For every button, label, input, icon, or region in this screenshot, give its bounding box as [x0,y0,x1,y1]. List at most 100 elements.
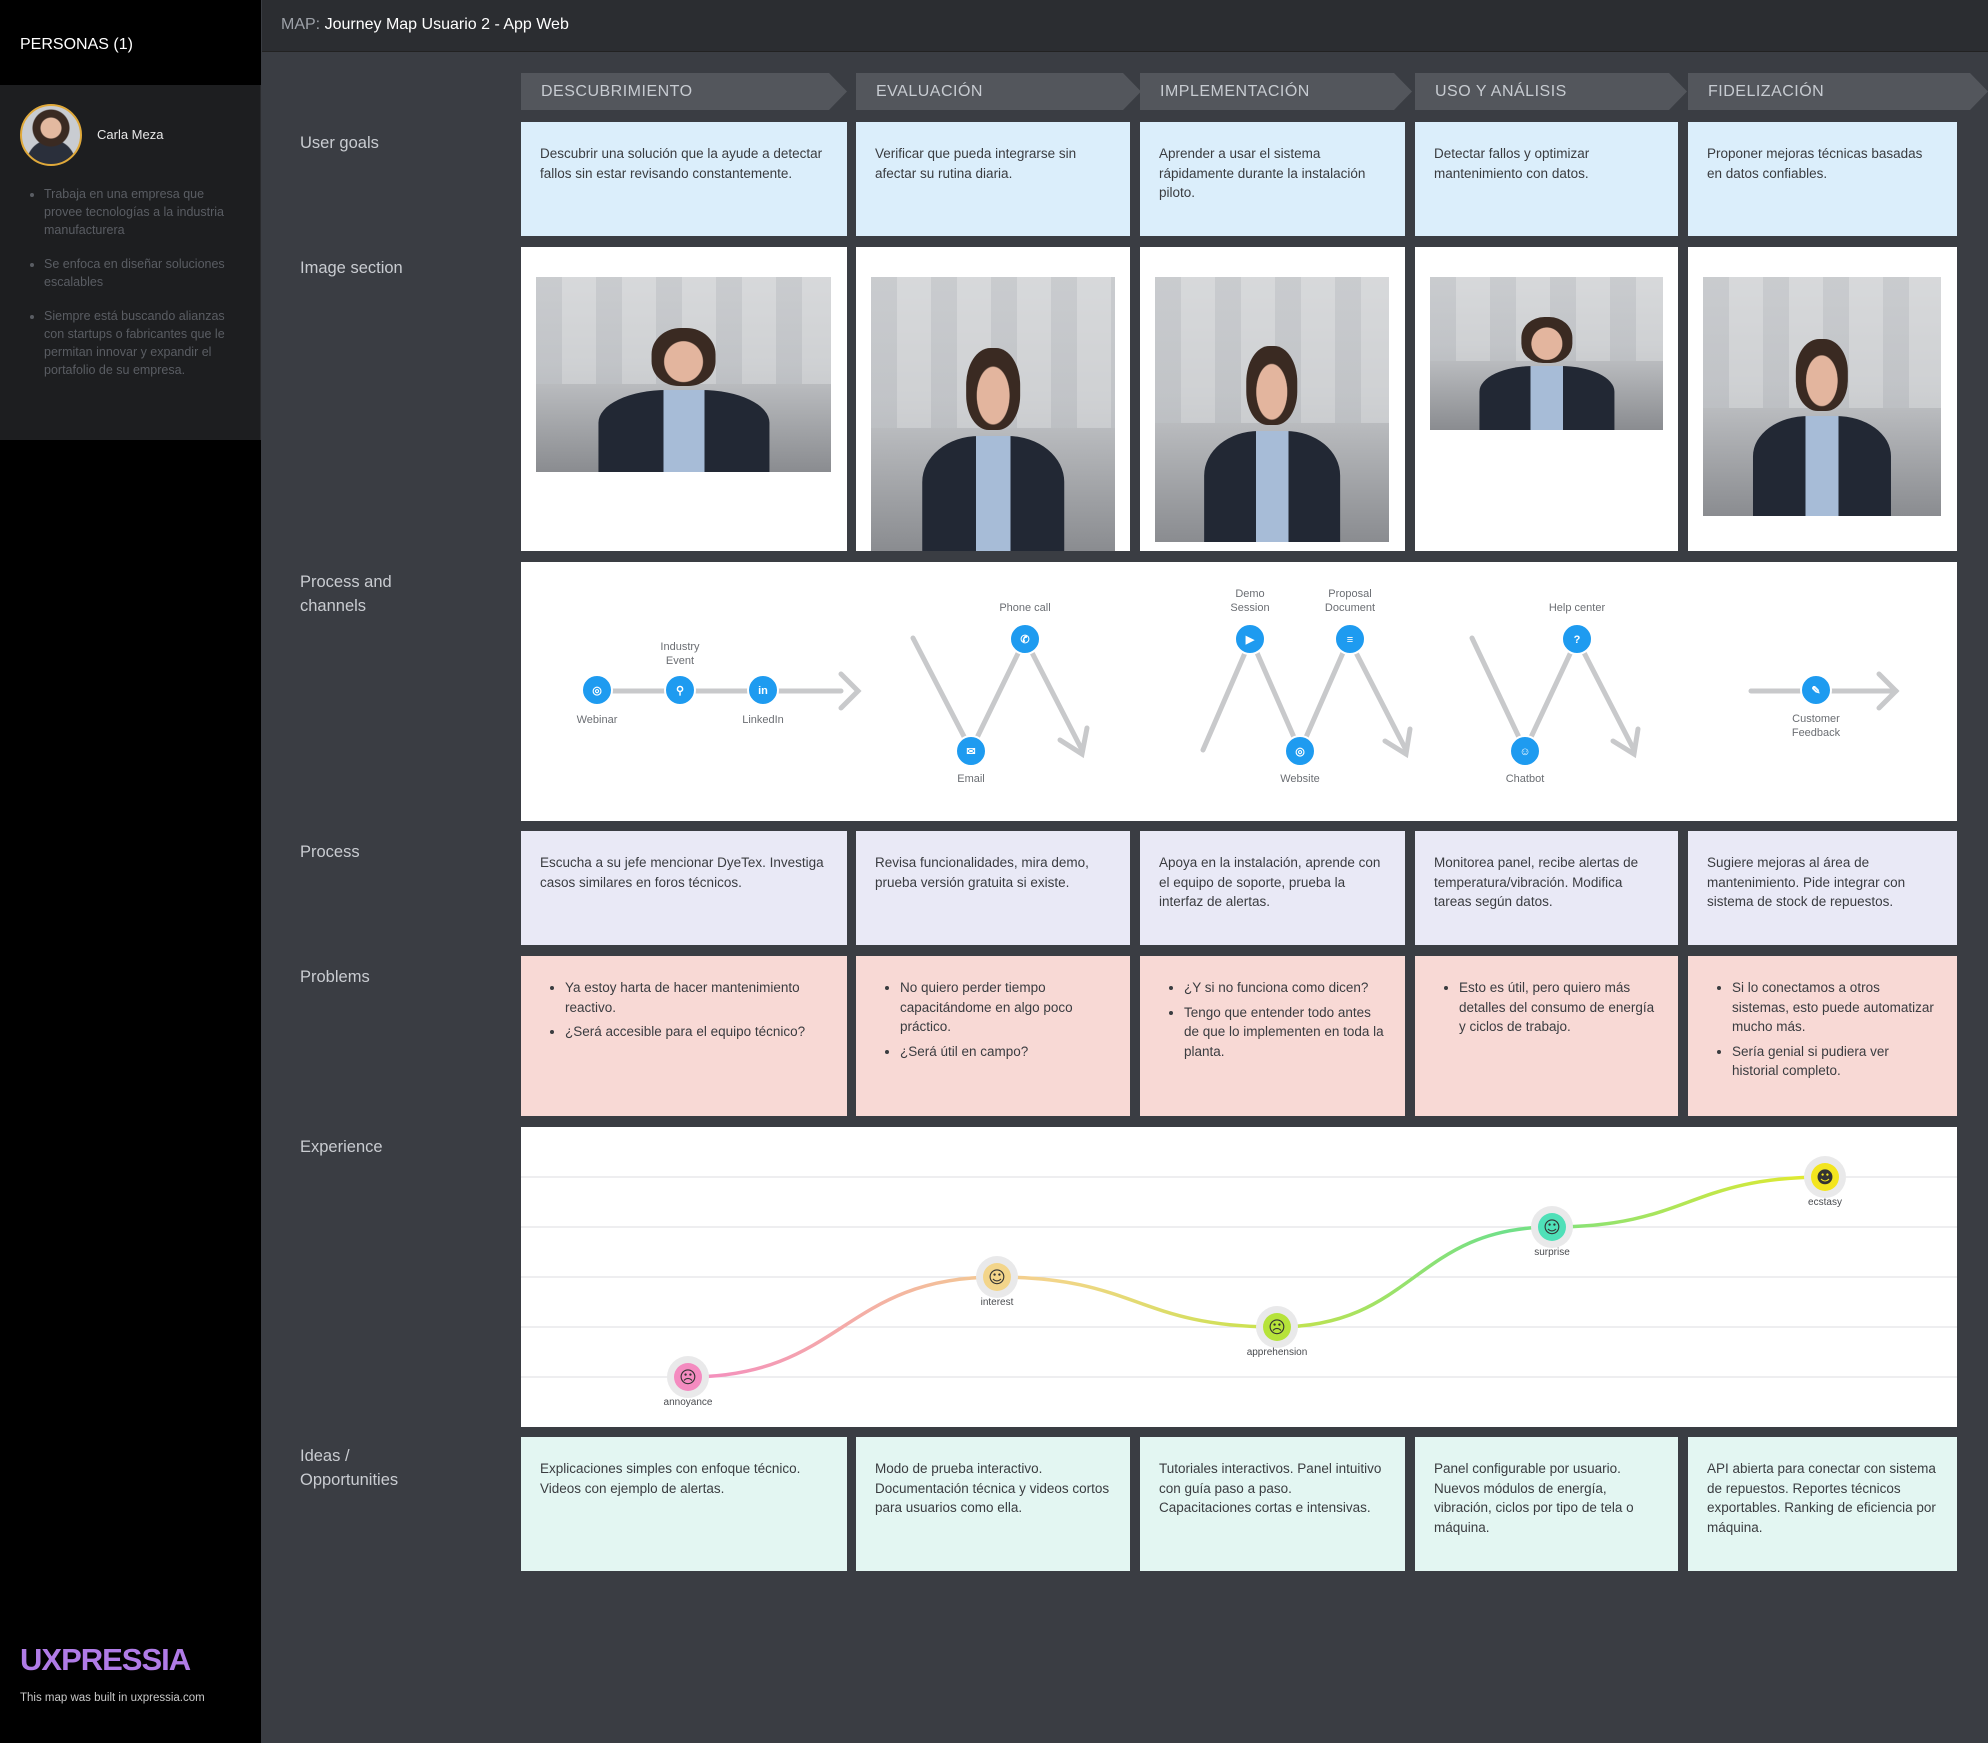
svg-text:◎: ◎ [1295,746,1305,758]
channel-label-proposal-1: Proposal [1328,588,1371,600]
channel-label-customer-2: Feedback [1792,727,1841,739]
persona-bullets: Trabaja en una empresa que provee tecnol… [28,185,238,395]
map-header: MAP: Journey Map Usuario 2 - App Web [262,0,1988,52]
brand-caption[interactable]: This map was built in uxpressia.com [20,1692,205,1704]
svg-text:✉: ✉ [966,746,975,758]
problem-item: Tengo que entender todo antes de que lo … [1184,1003,1386,1062]
goal-cell[interactable]: Proponer mejoras técnicas basadas en dat… [1688,122,1957,236]
persona-name: Carla Meza [97,127,164,142]
svg-text:⚲: ⚲ [676,685,684,697]
linkedin-channel-icon [747,674,779,706]
customer-feedback-channel-icon [1800,674,1832,706]
stage-evaluacion[interactable]: EVALUACIÓN [856,73,1141,110]
goal-cell[interactable]: Detectar fallos y optimizar mantenimient… [1415,122,1678,236]
experience-panel[interactable]: ☹annoyance☺interest☹apprehension☺surpris… [521,1127,1957,1427]
idea-cell[interactable]: Modo de prueba interactivo. Documentació… [856,1437,1130,1571]
ecstasy-emotion-icon[interactable] [1811,1163,1839,1191]
emotion-face-icon: ☹ [679,1368,697,1388]
emotion-face-icon: ☺ [988,1268,1006,1288]
experience-curve-chart: ☹annoyance☺interest☹apprehension☺surpris… [521,1156,1957,1408]
problems-cell[interactable]: Ya estoy harta de hacer mantenimiento re… [521,956,847,1116]
interest-emotion-icon[interactable] [983,1263,1011,1291]
svg-text:✎: ✎ [1811,685,1820,697]
image-cell[interactable] [1688,247,1957,551]
idea-cell[interactable]: Explicaciones simples con enfoque técnic… [521,1437,847,1571]
emotion-face-icon: ☹ [1268,1318,1286,1338]
email-channel-icon [955,735,987,767]
persona-bullet: Siempre está buscando alianzas con start… [44,307,238,379]
problems-cell[interactable]: Esto es útil, pero quiero más detalles d… [1415,956,1678,1116]
row-label-image-section: Image section [300,259,403,277]
persona-bullet: Se enfoca en diseñar soluciones escalabl… [44,255,238,291]
problems-cell[interactable]: ¿Y si no funciona como dicen?Tengo que e… [1140,956,1405,1116]
stage-descubrimiento[interactable]: DESCUBRIMIENTO [521,73,847,110]
stage-uso-y-analisis[interactable]: USO Y ANÁLISIS [1415,73,1687,110]
persona-avatar[interactable] [20,104,82,166]
channels-diagram: ◎ ⚲ in ✉ ✆ ▶ ◎ ≡ ☺ ? ✎ Webinar Industry … [577,588,1900,785]
emotion-label: surprise [1534,1247,1570,1258]
process-cell[interactable]: Escucha a su jefe mencionar DyeTex. Inve… [521,831,847,945]
channel-label-customer-1: Customer [1792,713,1840,725]
channels-panel[interactable]: ◎ ⚲ in ✉ ✆ ▶ ◎ ≡ ☺ ? ✎ Webinar Industry … [521,562,1957,821]
webinar-channel-icon [581,674,613,706]
proposal-document-channel-icon [1334,623,1366,655]
goal-cell[interactable]: Descubrir una solución que la ayude a de… [521,122,847,236]
channel-label-webinar: Webinar [577,714,618,726]
problem-item: Esto es útil, pero quiero más detalles d… [1459,978,1659,1037]
idea-cell[interactable]: API abierta para conectar con sistema de… [1688,1437,1957,1571]
experience-grid [521,1176,1957,1378]
problem-item: Ya estoy harta de hacer mantenimiento re… [565,978,828,1017]
image-cell[interactable] [521,247,847,551]
stage-implementacion[interactable]: IMPLEMENTACIÓN [1140,73,1412,110]
map-title[interactable]: MAP: Journey Map Usuario 2 - App Web [281,16,569,34]
image-cell[interactable] [1415,247,1678,551]
problem-item: Sería genial si pudiera ver historial co… [1732,1042,1938,1081]
surprise-emotion-icon[interactable] [1538,1213,1566,1241]
channel-label-email: Email [957,773,985,785]
goal-cell[interactable]: Aprender a usar el sistema rápidamente d… [1140,122,1405,236]
image-cell[interactable] [1140,247,1405,551]
uxpressia-logo[interactable]: UXPRESSIA [20,1642,191,1677]
channel-label-proposal-2: Document [1325,602,1375,614]
emotion-label: annoyance [664,1397,713,1408]
problem-item: ¿Será accesible para el equipo técnico? [565,1022,828,1042]
svg-text:✆: ✆ [1020,634,1029,646]
image-cell[interactable] [856,247,1130,551]
channel-label-demo-2: Session [1230,602,1269,614]
row-label-problems: Problems [300,968,370,986]
channel-label-help-center: Help center [1549,602,1606,614]
row-label-experience: Experience [300,1138,383,1156]
phone-call-channel-icon [1009,623,1041,655]
website-channel-icon [1284,735,1316,767]
process-cell[interactable]: Revisa funcionalidades, mira demo, prueb… [856,831,1130,945]
problem-item: No quiero perder tiempo capacitándome en… [900,978,1111,1037]
idea-cell[interactable]: Panel configurable por usuario. Nuevos m… [1415,1437,1678,1571]
personas-sidebar: PERSONAS (1) Carla Meza Trabaja en una e… [0,0,261,1743]
persona-photo [1703,277,1941,516]
svg-text:≡: ≡ [1347,634,1353,646]
channel-label-demo-1: Demo [1235,588,1264,600]
personas-heading: PERSONAS (1) [0,0,261,85]
emotion-label: ecstasy [1808,1197,1842,1208]
persona-photo [871,277,1115,551]
stage-fidelizacion[interactable]: FIDELIZACIÓN [1688,73,1988,110]
svg-text:▶: ▶ [1245,634,1255,646]
problems-cell[interactable]: No quiero perder tiempo capacitándome en… [856,956,1130,1116]
process-cell[interactable]: Sugiere mejoras al área de mantenimiento… [1688,831,1957,945]
emotion-label: apprehension [1247,1347,1308,1358]
emotion-face-icon: ☻ [1816,1168,1834,1188]
svg-text:☺: ☺ [1519,746,1530,758]
annoyance-emotion-icon[interactable] [674,1363,702,1391]
channel-label-website: Website [1280,773,1320,785]
persona-card[interactable]: Carla Meza Trabaja en una empresa que pr… [0,85,261,440]
process-cell[interactable]: Monitorea panel, recibe alertas de tempe… [1415,831,1678,945]
goal-cell[interactable]: Verificar que pueda integrarse sin afect… [856,122,1130,236]
row-label-user-goals: User goals [300,134,379,152]
problems-cell[interactable]: Si lo conectamos a otros sistemas, esto … [1688,956,1957,1116]
apprehension-emotion-icon[interactable] [1263,1313,1291,1341]
row-label-process-channels: Process and channels [300,573,392,615]
process-cell[interactable]: Apoya en la instalación, aprende con el … [1140,831,1405,945]
problem-item: ¿Será útil en campo? [900,1042,1111,1062]
persona-photo [1430,277,1663,430]
idea-cell[interactable]: Tutoriales interactivos. Panel intuitivo… [1140,1437,1405,1571]
